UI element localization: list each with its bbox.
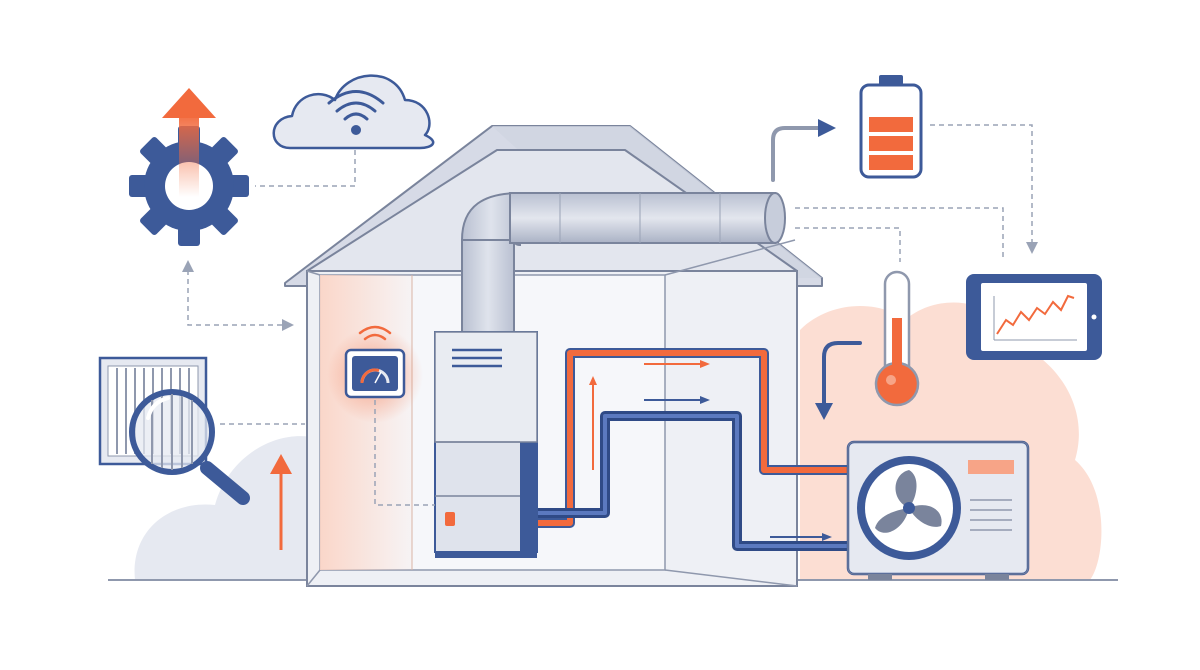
battery-arrow xyxy=(771,119,836,182)
battery-cell xyxy=(869,155,913,170)
flow-arrow-cold xyxy=(644,396,710,404)
cloud-link-line xyxy=(255,150,356,187)
cloud-wifi-icon xyxy=(272,74,435,150)
flow-arrow-up xyxy=(589,376,597,470)
battery-icon xyxy=(859,75,923,179)
gear-house-link xyxy=(182,260,294,331)
battery-cell xyxy=(869,117,913,132)
flow-arrow-hot xyxy=(644,360,710,368)
fan-icon xyxy=(857,456,961,560)
duct-link-line xyxy=(795,207,1004,260)
cooling-down-arrow xyxy=(815,341,862,420)
thermometer-icon xyxy=(874,270,920,407)
heat-rise-arrow xyxy=(270,454,292,550)
furnace-icon xyxy=(434,331,538,558)
flow-arrow-outdoor xyxy=(770,533,832,541)
air-duct xyxy=(460,191,786,336)
gear-upgrade-icon xyxy=(129,88,249,246)
thermostat-control-wire xyxy=(374,400,435,506)
magnifier-icon xyxy=(129,389,250,505)
battery-link-line xyxy=(930,124,1033,243)
duct-link-line-2 xyxy=(795,227,901,262)
smart-thermostat-icon xyxy=(327,325,423,423)
tablet-chart-icon xyxy=(966,274,1102,360)
battery-cell xyxy=(869,136,913,151)
